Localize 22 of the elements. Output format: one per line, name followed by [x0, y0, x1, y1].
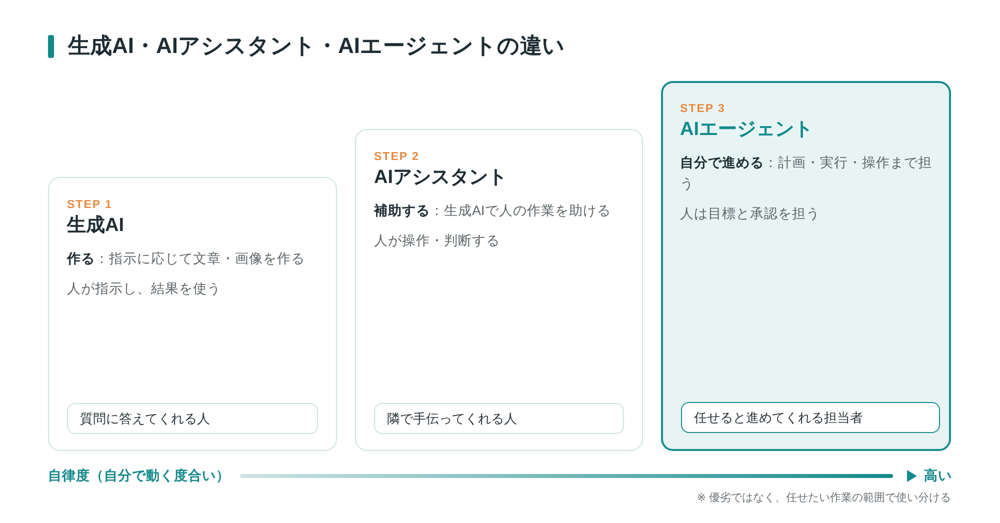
- title: 生成AI・AIアシスタント・AIエージェントの違い: [68, 32, 565, 60]
- step-label: STEP 1: [67, 198, 112, 212]
- note-text: 人が指示し、結果を使う: [67, 280, 221, 298]
- description: 自分で進める：計画・実行・操作まで担う: [680, 154, 933, 193]
- step-card: [48, 177, 337, 451]
- card-title: AIエージェント: [680, 118, 813, 142]
- label-box: 任せると進めてくれる担当者: [681, 402, 940, 433]
- description: 作る：指示に応じて文章・画像を作る: [67, 250, 306, 268]
- axis-label: 自律度（自分で動く度合い）: [48, 467, 230, 485]
- note-text: 人は目標と承認を担う: [680, 205, 820, 223]
- step-label: STEP 2: [374, 150, 420, 164]
- step-card: [355, 129, 643, 451]
- card-title: AIアシスタント: [374, 166, 507, 190]
- label-box: 隣で手伝ってくれる人: [374, 403, 624, 434]
- description: 補助する：生成AIで人の作業を助ける: [374, 202, 612, 220]
- card-title: 生成AI: [67, 214, 124, 238]
- label-box: 質問に答えてくれる人: [67, 403, 318, 434]
- step-card: [661, 81, 951, 451]
- note-text: 人が操作・判断する: [374, 232, 500, 250]
- step-label: STEP 3: [680, 102, 726, 116]
- footnote: ※ 優劣ではなく、任せたい作業の範囲で使い分ける: [696, 491, 951, 506]
- axis-end-label: 高い: [924, 467, 952, 485]
